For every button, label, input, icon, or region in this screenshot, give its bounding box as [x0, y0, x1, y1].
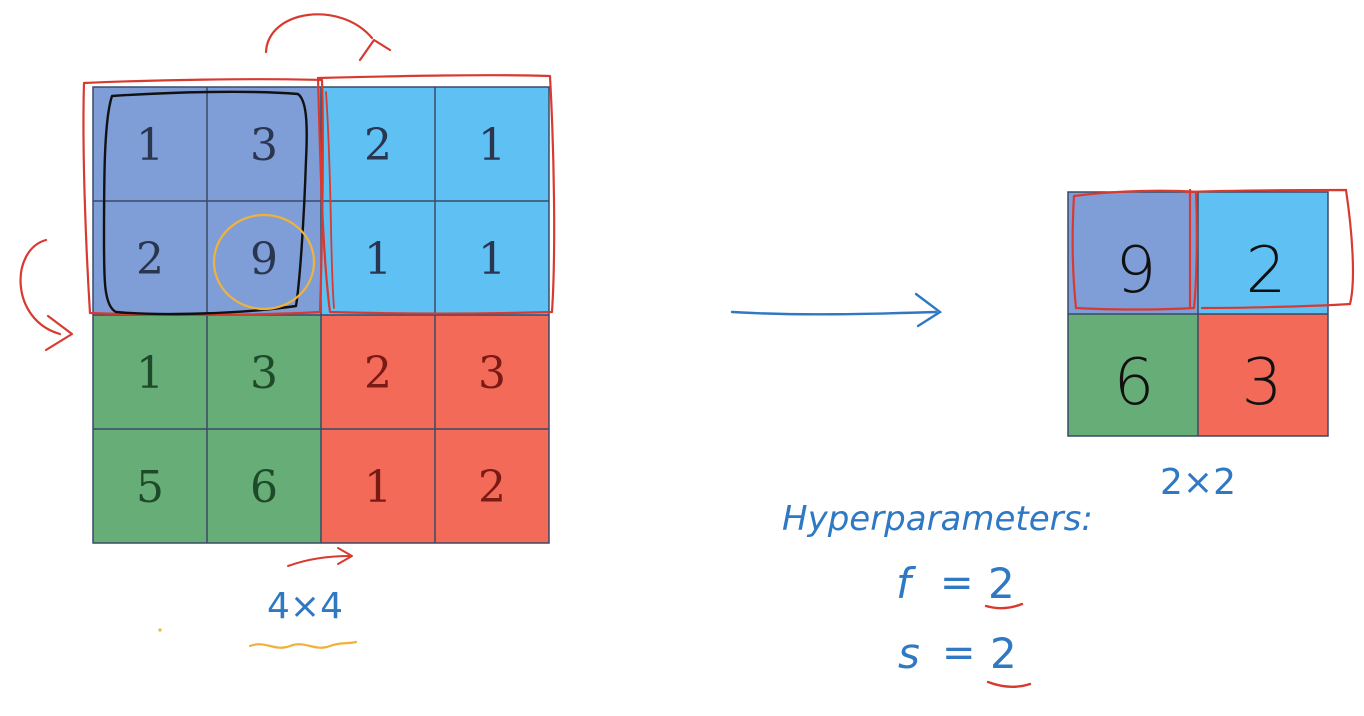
- hyperparameter-s-equals: =: [942, 630, 976, 676]
- input-annotations: [19, 13, 556, 649]
- left-stride-arrowhead: [44, 314, 74, 352]
- hyperparameter-s-value: 2: [990, 629, 1017, 678]
- output-matrix: 9 2 6 3: [1067, 188, 1355, 437]
- output-dimension-label: 2×2: [1160, 462, 1236, 503]
- input-cell-2-3: 3: [478, 348, 506, 399]
- input-matrix: 1 3 2 1 2 9 1 1 1 3 2 3 5 6 1 2: [92, 86, 550, 544]
- top-stride-arrowhead: [358, 38, 392, 62]
- output-cell-values: 9 2 6 3: [1114, 234, 1287, 420]
- red-window-inner: [325, 91, 335, 309]
- top-stride-arrow: [264, 13, 374, 54]
- input-cell-1-3: 1: [478, 234, 506, 285]
- yellow-underline: [248, 640, 358, 649]
- hyperparameters-heading: Hyperparameters:: [782, 499, 1093, 539]
- output-annotations: [1071, 188, 1355, 311]
- output-cell-0-0-bg: [1068, 192, 1198, 314]
- bottom-stride-arrowhead: [337, 547, 353, 565]
- hyperparameter-s-label: s: [898, 629, 920, 678]
- input-cell-2-1: 3: [250, 348, 278, 399]
- output-cell-0-1-bg: [1198, 192, 1328, 314]
- hyperparameter-f-value: 2: [988, 559, 1015, 608]
- output-cell-1-0-bg: [1068, 314, 1198, 436]
- black-window-highlight: [102, 90, 308, 316]
- input-cell-1-1: 9: [250, 234, 278, 285]
- input-cell-values: 1 3 2 1 2 9 1 1 1 3 2 3 5 6 1 2: [136, 120, 506, 513]
- input-cell-0-2: 2: [364, 120, 392, 171]
- input-cell-0-1: 3: [250, 120, 278, 171]
- input-cell-3-0: 5: [136, 462, 164, 513]
- yellow-circle-max: [212, 213, 316, 311]
- red-window-top-left: [82, 78, 324, 316]
- input-cell-1-2: 1: [364, 234, 392, 285]
- transform-arrow: [730, 292, 943, 328]
- red-output-window-left: [1071, 189, 1198, 311]
- f-value-underline: [984, 602, 1024, 610]
- input-cell-1-0: 2: [136, 234, 164, 285]
- input-cell-3-1: 6: [250, 462, 278, 513]
- output-cell-0-1: 2: [1246, 234, 1287, 308]
- output-cell-0-0: 9: [1116, 234, 1157, 308]
- input-cell-0-0: 1: [136, 120, 164, 171]
- red-window-top-right: [316, 74, 556, 315]
- input-cell-3-3: 2: [478, 462, 506, 513]
- output-cell-1-1-bg: [1198, 314, 1328, 436]
- hyperparameter-f-label: f: [896, 559, 917, 608]
- output-cell-1-1: 3: [1242, 346, 1283, 420]
- red-output-window-right: [1184, 188, 1355, 310]
- input-cell-3-2: 1: [364, 462, 392, 513]
- hyperparameters-block: Hyperparameters: f = 2 s = 2: [782, 499, 1093, 688]
- s-value-underline: [986, 680, 1032, 688]
- input-dimension-label: 4×4: [267, 586, 343, 627]
- yellow-dot: [158, 628, 162, 632]
- bottom-stride-arrow: [287, 555, 351, 567]
- hyperparameter-f-equals: =: [940, 560, 974, 606]
- input-cell-2-2: 2: [364, 348, 392, 399]
- input-cell-0-3: 1: [478, 120, 506, 171]
- left-stride-arrow: [19, 238, 62, 336]
- input-cell-2-0: 1: [136, 348, 164, 399]
- output-cell-1-0: 6: [1114, 346, 1155, 420]
